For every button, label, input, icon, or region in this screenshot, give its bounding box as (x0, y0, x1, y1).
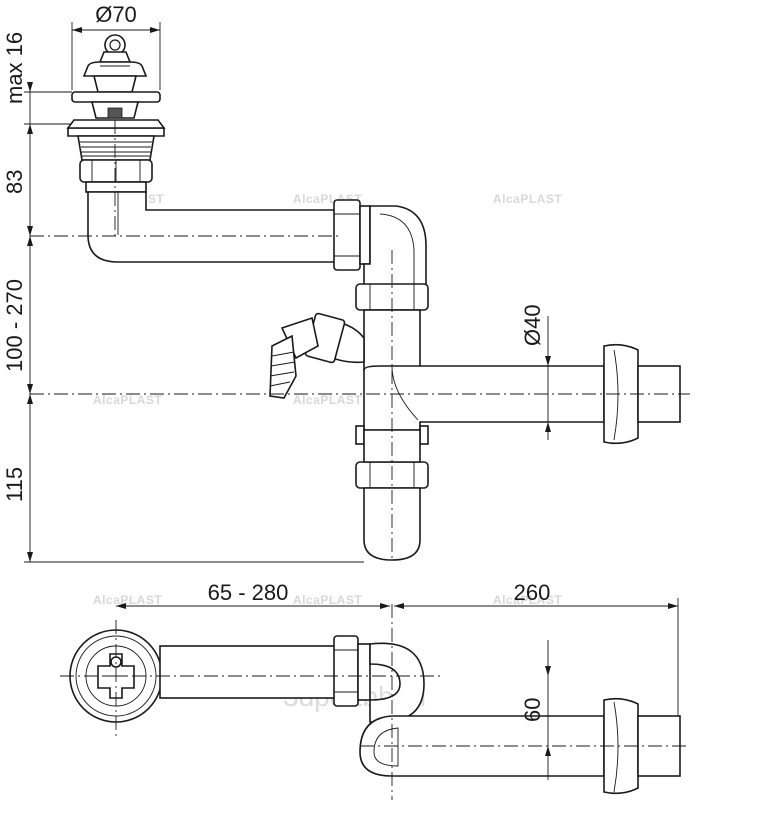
watermark-brand: AlcaPLAST (93, 593, 162, 607)
front-dimensions: Ø70 max 16 83 100 - 270 115 Ø40 (2, 2, 551, 563)
dim-adjust-range: 100 - 270 (2, 279, 27, 372)
top-arm (159, 645, 337, 699)
dim-outlet-diameter: Ø40 (520, 304, 545, 346)
watermark-brand: AlcaPLAST (293, 593, 362, 607)
top-u-bend (359, 642, 605, 777)
dim-horizontal-range: 65 - 280 (208, 580, 289, 605)
front-view (30, 34, 690, 561)
dim-trap-depth: 115 (2, 467, 27, 502)
watermark-brand: AlcaPLAST (493, 593, 562, 607)
dim-max-height: max 16 (2, 32, 27, 104)
dim-top-diameter: Ø70 (95, 2, 137, 27)
drain-body (66, 119, 166, 193)
watermark-brand: AlcaPLAST (293, 393, 362, 407)
strainer-plug (71, 34, 161, 119)
upper-elbow (363, 205, 427, 287)
top-dimensions: 65 - 280 260 60 (116, 580, 679, 780)
watermark-group: AlcaPLAST AlcaPLAST AlcaPLAST AlcaPLAST … (93, 192, 562, 712)
watermark-brand: AlcaPLAST (93, 393, 162, 407)
dim-drain-height: 83 (2, 170, 27, 194)
trap-body (363, 309, 605, 431)
dim-outlet-length: 260 (514, 580, 551, 605)
drain-elbow (87, 191, 339, 263)
hose-nozzle (269, 312, 365, 399)
arm-nut (333, 199, 371, 271)
top-view (60, 604, 690, 800)
dim-offset: 60 (520, 698, 545, 722)
watermark-brand: AlcaPLAST (493, 192, 562, 206)
top-arm-nut (333, 635, 371, 707)
